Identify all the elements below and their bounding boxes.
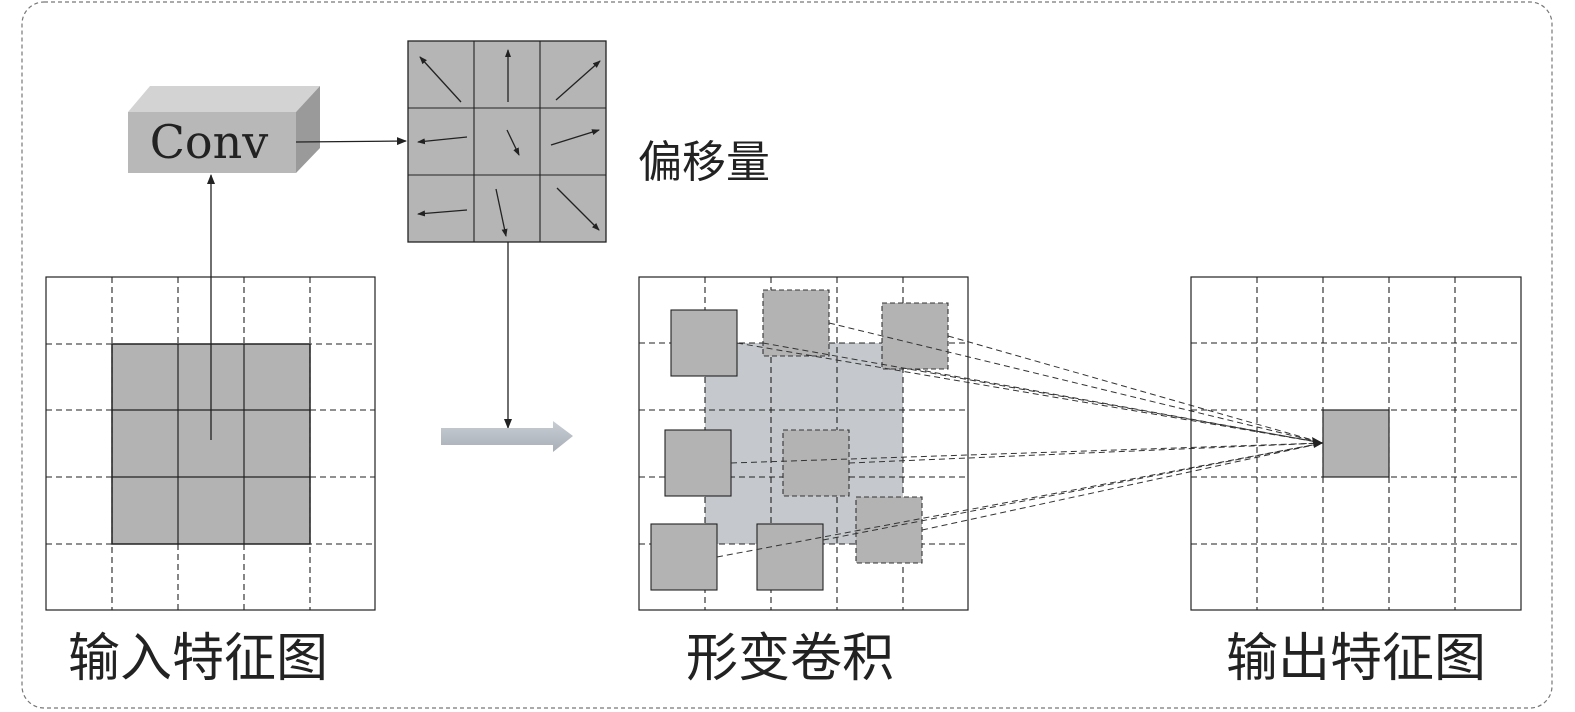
deformable-frame — [638, 276, 969, 611]
offset-arrow-5 — [506, 129, 520, 156]
offset-arrow-1 — [419, 56, 462, 103]
output-feature-map — [1190, 276, 1522, 611]
sample-box-4 — [664, 429, 732, 497]
offset-arrow-7 — [417, 209, 468, 217]
sample-to-output-lines — [716, 322, 1324, 558]
deformable-conv-map — [638, 276, 969, 611]
sample-box-7 — [650, 523, 718, 591]
conv-block-top — [128, 86, 320, 112]
deformable-conv-label: 形变卷积 — [686, 629, 894, 689]
offset-arrow-3 — [555, 60, 601, 101]
big-process-arrow — [441, 421, 573, 452]
output-cell — [1322, 409, 1390, 478]
conv-block-front — [128, 112, 296, 173]
offset-arrow-9 — [556, 187, 600, 231]
conv-block: Conv — [128, 86, 320, 173]
sample-box-2 — [762, 289, 830, 357]
output-dashed-grid — [1191, 277, 1521, 610]
sample-box-8 — [756, 523, 824, 591]
conv-to-offset-arrow — [295, 137, 407, 146]
offset-arrow-4 — [417, 136, 468, 145]
output-frame — [1190, 276, 1522, 611]
input-feature-map-label: 输入特征图 — [68, 629, 328, 689]
sample-boxes-solid — [650, 309, 824, 591]
offset-label: 偏移量 — [638, 137, 770, 188]
sample-box-5 — [782, 429, 850, 497]
offset-vectors — [417, 49, 601, 237]
offset-arrow-6 — [550, 129, 600, 146]
sample-boxes-dashed — [762, 289, 949, 564]
sample-box-1 — [670, 309, 738, 377]
conv-label: Conv — [150, 115, 269, 169]
output-feature-map-label: 输出特征图 — [1226, 629, 1486, 689]
offset-grid — [407, 40, 607, 243]
input-dashed-grid — [46, 277, 375, 610]
sample-box-9 — [855, 496, 923, 564]
offset-grid-frame — [407, 40, 607, 243]
outer-border — [21, 1, 1553, 709]
conv-block-side — [296, 86, 320, 173]
output-convergence-arrowhead — [1312, 437, 1323, 448]
offset-arrow-8 — [495, 188, 508, 237]
sample-box-3 — [881, 302, 949, 370]
